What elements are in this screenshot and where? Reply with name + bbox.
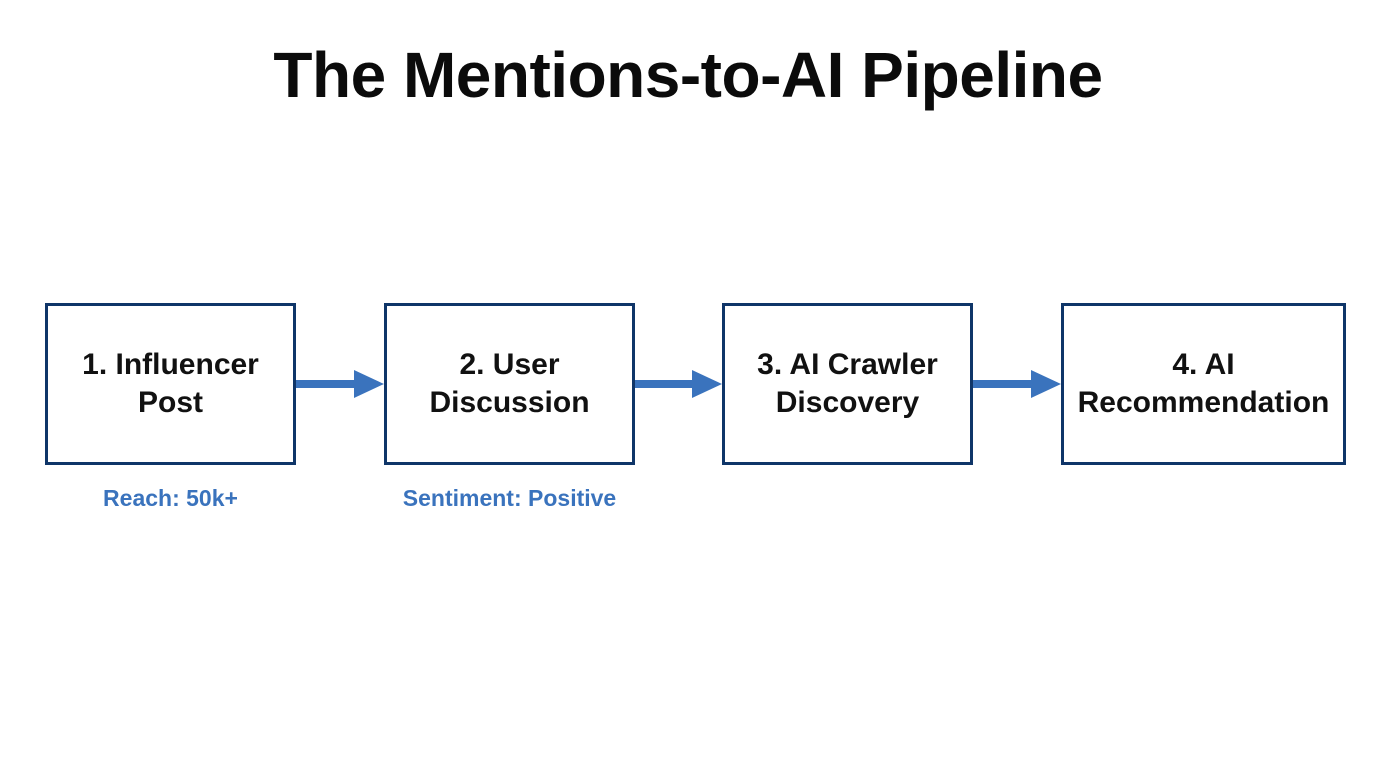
stage-box-user-discussion: 2. User Discussion <box>384 303 635 465</box>
metric-reach: Reach: 50k+ <box>103 485 238 511</box>
arrow-right-icon <box>296 370 384 398</box>
arrow-right-icon <box>635 370 722 398</box>
arrow-right-icon <box>973 370 1061 398</box>
stage-label: 4. AI Recommendation <box>1077 348 1330 419</box>
stage-label: 3. AI Crawler Discovery <box>757 348 938 419</box>
stage-box-ai-crawler-discovery: 3. AI Crawler Discovery <box>722 303 973 465</box>
stage-box-influencer-post: 1. Influencer Post <box>45 303 296 465</box>
stage-box-ai-recommendation: 4. AI Recommendation <box>1061 303 1346 465</box>
metric-sentiment: Sentiment: Positive <box>402 485 617 511</box>
diagram-title: The Mentions-to-AI Pipeline <box>273 39 1103 111</box>
stage-label: 1. Influencer Post <box>82 348 259 419</box>
stage-label: 2. User Discussion <box>429 348 590 419</box>
